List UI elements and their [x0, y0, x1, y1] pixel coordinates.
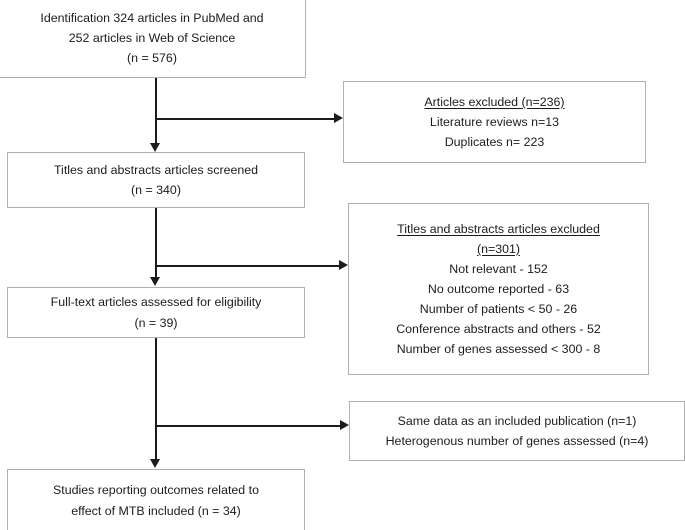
eligibility-line-1: Full-text articles assessed for eligibil…: [50, 295, 262, 310]
connector-branch-to-excluded-2: [155, 265, 340, 267]
node-titles-abstracts-excluded: Titles and abstracts articles excluded (…: [348, 203, 649, 375]
included-line-2: effect of MTB included (n = 34): [71, 503, 241, 518]
identification-line-2: 252 articles in Web of Science: [68, 30, 236, 45]
excluded2-line-4: No outcome reported - 63: [427, 281, 570, 296]
node-eligibility: Full-text articles assessed for eligibil…: [7, 287, 305, 338]
connector-identification-to-screened: [155, 78, 157, 144]
excluded2-line-6: Conference abstracts and others - 52: [396, 322, 601, 337]
excluded2-line-2: (n=301): [476, 241, 521, 256]
eligibility-line-2: (n = 39): [134, 315, 178, 330]
identification-line-1: Identification 324 articles in PubMed an…: [40, 10, 264, 25]
screened-line-1: Titles and abstracts articles screened: [53, 162, 259, 177]
excluded3-line-1: Same data as an included publication (n=…: [397, 413, 637, 428]
included-line-1: Studies reporting outcomes related to: [53, 483, 259, 498]
screened-line-2: (n = 340): [131, 183, 181, 197]
arrowhead-to-excluded-2: [339, 260, 348, 271]
excluded1-line-3: Duplicates n= 223: [444, 135, 545, 150]
excluded3-line-2: Heterogenous number of genes assessed (n…: [385, 434, 649, 448]
excluded2-line-1: Titles and abstracts articles excluded: [397, 221, 600, 236]
connector-screened-branch-to-excluded-1: [155, 118, 335, 120]
arrowhead-identification-to-screened: [150, 143, 161, 152]
connector-branch-to-excluded-3: [155, 425, 341, 427]
connector-screened-to-eligibility: [155, 208, 157, 278]
excluded2-line-7: Number of genes assessed < 300 - 8: [396, 342, 601, 357]
node-identification: Identification 324 articles in PubMed an…: [0, 0, 306, 78]
node-screened: Titles and abstracts articles screened (…: [7, 152, 305, 208]
excluded1-line-2: Literature reviews n=13: [429, 114, 560, 129]
arrowhead-screened-to-eligibility: [150, 277, 161, 286]
arrowhead-eligibility-to-included: [150, 459, 161, 468]
excluded1-line-1: Articles excluded (n=236): [424, 94, 565, 109]
arrowhead-to-excluded-1: [334, 113, 343, 124]
arrowhead-to-excluded-3: [340, 420, 349, 431]
connector-eligibility-to-included: [155, 338, 157, 460]
node-articles-excluded: Articles excluded (n=236) Literature rev…: [343, 81, 646, 163]
excluded2-line-5: Number of patients < 50 - 26: [419, 302, 578, 317]
identification-line-3: (n = 576): [127, 51, 177, 66]
node-included: Studies reporting outcomes related to ef…: [7, 469, 305, 530]
excluded2-line-3: Not relevant - 152: [449, 261, 548, 276]
node-fulltext-excluded: Same data as an included publication (n=…: [349, 401, 685, 461]
